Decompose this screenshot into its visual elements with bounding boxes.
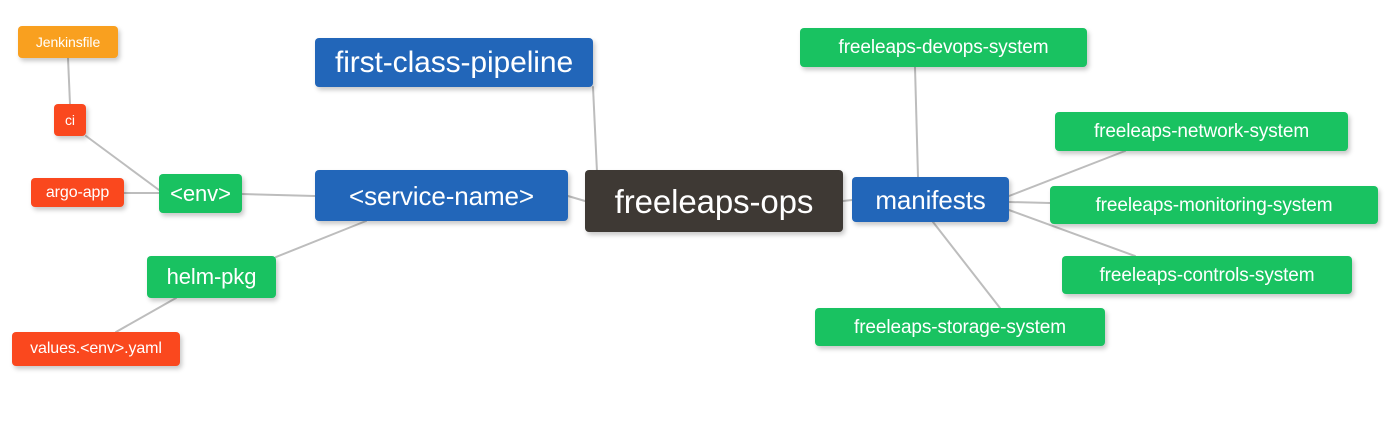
edge-freeleaps-ops-to-first-class-pipeline	[592, 86, 598, 173]
node-manifests[interactable]: manifests	[852, 177, 1009, 222]
edge-freeleaps-ops-to-service-name	[567, 195, 586, 202]
edge-ci-to-jenkinsfile	[67, 57, 71, 105]
node-freeleaps-devops-system[interactable]: freeleaps-devops-system	[800, 28, 1087, 67]
edge-service-name-to-env	[241, 193, 316, 197]
node-freeleaps-controls-system[interactable]: freeleaps-controls-system	[1062, 256, 1352, 294]
edge-manifests-to-freeleaps-storage-system	[932, 221, 1001, 309]
edge-manifests-to-freeleaps-monitoring-system	[1008, 201, 1051, 204]
node-freeleaps-monitoring-system[interactable]: freeleaps-monitoring-system	[1050, 186, 1378, 224]
node-freeleaps-ops[interactable]: freeleaps-ops	[585, 170, 843, 232]
node-argo-app[interactable]: argo-app	[31, 178, 124, 207]
edge-manifests-to-freeleaps-devops-system	[914, 66, 919, 178]
node-service-name[interactable]: <service-name>	[315, 170, 568, 221]
node-helm-pkg[interactable]: helm-pkg	[147, 256, 276, 298]
edge-service-name-to-helm-pkg	[275, 220, 367, 258]
node-env[interactable]: <env>	[159, 174, 242, 213]
edge-freeleaps-ops-to-manifests	[842, 199, 853, 202]
node-first-class-pipeline[interactable]: first-class-pipeline	[315, 38, 593, 87]
edge-helm-pkg-to-values-env-yaml	[115, 297, 177, 333]
node-jenkinsfile[interactable]: Jenkinsfile	[18, 26, 118, 58]
node-freeleaps-storage-system[interactable]: freeleaps-storage-system	[815, 308, 1105, 346]
node-ci[interactable]: ci	[54, 104, 86, 136]
node-freeleaps-network-system[interactable]: freeleaps-network-system	[1055, 112, 1348, 151]
node-values-env-yaml[interactable]: values.<env>.yaml	[12, 332, 180, 366]
